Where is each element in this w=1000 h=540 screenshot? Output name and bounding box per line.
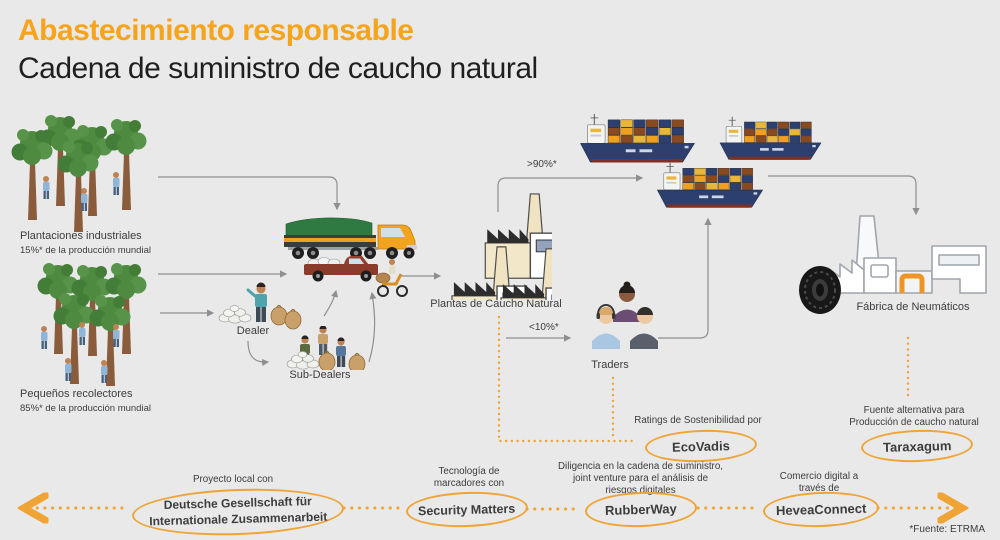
tire-factory-building-icon [827, 215, 987, 294]
heveaconnect-note: Comercio digital a través de [749, 471, 889, 495]
ship-svg [719, 116, 822, 161]
transport-icon [280, 212, 428, 304]
arrow-dealer-to-subdealers [247, 340, 270, 367]
traders-label: Traders [591, 359, 629, 371]
subdealers-label: Sub-Dealers [289, 369, 351, 381]
subdealer-person [336, 337, 346, 367]
arrow-subdealers-to-trucks [368, 291, 377, 363]
giz-name-line: Internationale Zusammenarbeit [149, 509, 328, 529]
page-title: Abastecimiento responsable [18, 14, 414, 47]
trader-back [613, 281, 641, 322]
plants-icon [450, 192, 552, 300]
note-line: Tecnología de [438, 466, 500, 477]
note-line: marcadores con [433, 477, 505, 489]
source-footnote: *Fuente: ETRMA [909, 524, 985, 535]
ecovadis-name: EcoVadis [671, 437, 731, 455]
note-line: Ratings de Sostenibilidad por [634, 415, 762, 426]
person-with-sacks-icon [218, 282, 302, 330]
plants-label: Plantas de Caucho Natural [430, 298, 562, 310]
scooter [375, 259, 408, 297]
subdealer-person [318, 326, 328, 355]
cargo-ship-icon [578, 112, 697, 165]
taraxagum-note: Fuente alternativa para Producción de ca… [834, 405, 994, 429]
arrow-dealer-to-trucks [323, 289, 339, 317]
tire-factory-label: Fábrica de Neumáticos [856, 301, 970, 313]
note-line: joint venture para el análisis de [572, 472, 709, 484]
trees-with-tappers-icon [37, 263, 147, 386]
trees-with-tappers-icon [11, 115, 147, 232]
export-share-label: >90%* [527, 159, 557, 170]
ship-svg [656, 162, 764, 209]
smallholders-sublabel: 85%* de la producción mundial [20, 403, 151, 414]
dealer-icon [213, 282, 305, 334]
orange-bottom-chain [30, 508, 956, 509]
ship-svg [580, 113, 695, 164]
taraxagum-name: Taraxagum [882, 437, 952, 455]
arrow-traders-to-ship [658, 217, 712, 339]
traders-icon [589, 281, 661, 351]
note-line: Producción de caucho natural [849, 416, 979, 428]
page-subtitle: Cadena de suministro de caucho natural [18, 52, 538, 85]
rubber-factories-icon [451, 193, 552, 300]
tire-icon [798, 265, 842, 315]
smallholders-label: Pequeños recolectores [20, 388, 133, 400]
note-line: Comercio digital a [779, 471, 859, 482]
ecovadis-note: Ratings de Sostenibilidad por [618, 415, 778, 427]
dealer-label: Dealer [236, 325, 270, 337]
pickup-truck [304, 256, 378, 282]
gray-flow-arrows [158, 174, 920, 367]
giz-note: Proyecto local con [153, 474, 313, 486]
security-matters-note: Tecnología de marcadores con [399, 466, 539, 490]
note-line: Fuente alternativa para [863, 405, 965, 416]
note-line: Proyecto local con [192, 474, 274, 485]
smallholders-icon [8, 262, 153, 390]
tire-svg [799, 266, 841, 314]
local-share-label: <10%* [529, 322, 559, 333]
rubberway-note: Diligencia en la cadena de suministro, j… [548, 461, 733, 497]
tire-factory-icon [822, 214, 990, 298]
plantations-label: Plantaciones industriales [20, 230, 142, 242]
arrow-plants-to-ship [497, 174, 644, 212]
subdealers-icon [283, 326, 371, 370]
orange-dotted-links [497, 315, 910, 443]
trucks-and-scooter-icon [284, 217, 417, 297]
cargo-ship-icon [718, 115, 823, 162]
traders-people-icon [592, 281, 658, 349]
trader-right [630, 307, 658, 349]
note-line: riesgos digitales [605, 484, 676, 496]
plantations-icon [8, 114, 156, 236]
trader-left [592, 304, 620, 349]
plantations-sublabel: 15%* de la producción mundial [20, 245, 151, 256]
security-matters-name: Security Matters [418, 501, 516, 518]
arrow-plantations-to-truck [158, 176, 341, 211]
heveaconnect-name: HeveaConnect [775, 500, 867, 519]
cargo-ship-icon [655, 161, 765, 210]
note-line: Diligencia en la cadena de suministro, [557, 461, 723, 472]
rubberway-name: RubberWay [604, 501, 678, 518]
note-line: través de [798, 482, 840, 494]
people-with-sacks-icon [286, 326, 366, 370]
big-truck [284, 217, 417, 259]
arrow-ship-to-tire-factory [768, 175, 920, 216]
dealer-person [246, 282, 267, 322]
